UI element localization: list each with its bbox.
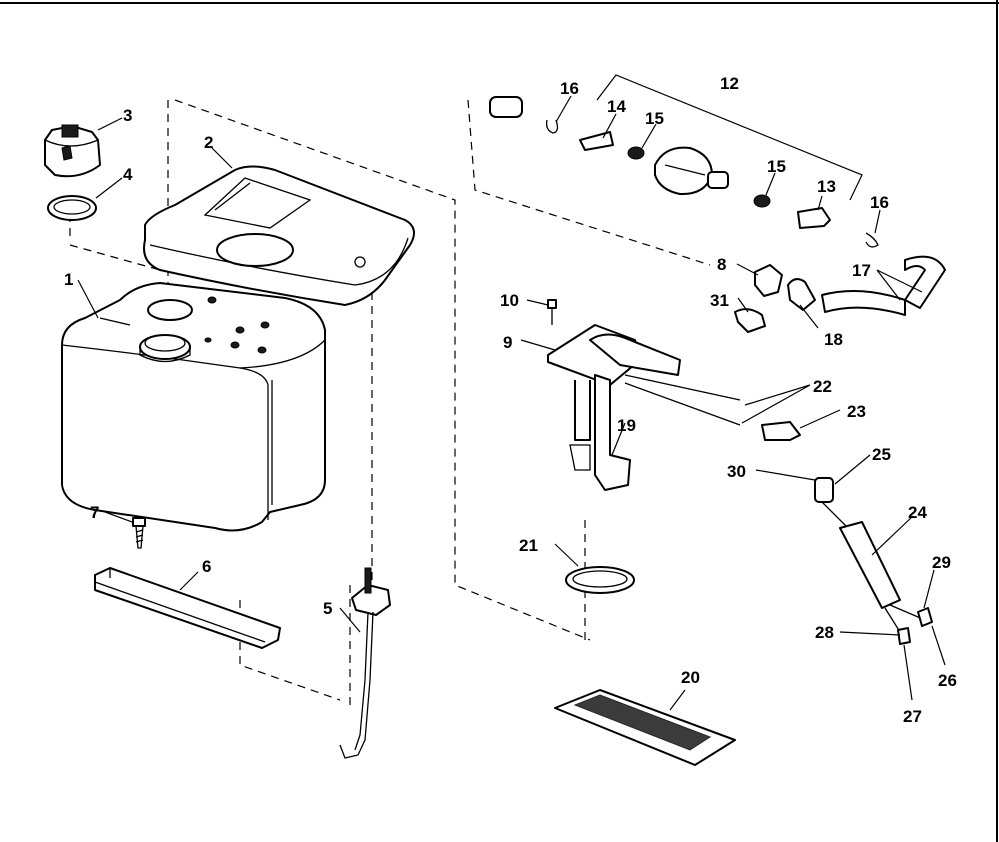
- fuel-pickup-unit[interactable]: [547, 299, 741, 491]
- callout-19: 19: [617, 416, 636, 435]
- callout-3: 3: [123, 106, 132, 125]
- hose-clips[interactable]: [734, 264, 816, 333]
- callout-29: 29: [932, 553, 951, 572]
- callout-2: 2: [204, 133, 213, 152]
- callout-15a: 15: [645, 109, 664, 128]
- primer-bulb-assembly[interactable]: [489, 96, 879, 248]
- callout-17: 17: [852, 261, 871, 280]
- fuel-cap[interactable]: [44, 124, 101, 178]
- callout-26: 26: [938, 671, 957, 690]
- callout-30: 30: [727, 462, 746, 481]
- mounting-bracket[interactable]: [94, 567, 281, 649]
- callout-18: 18: [824, 330, 843, 349]
- sender-harness[interactable]: [814, 477, 933, 645]
- callout-14: 14: [607, 97, 626, 116]
- callout-10: 10: [500, 291, 519, 310]
- fuel-hoses[interactable]: [821, 255, 946, 316]
- callout-16a: 16: [560, 79, 579, 98]
- callout-31: 31: [710, 291, 729, 310]
- callout-4: 4: [123, 165, 133, 184]
- leader-lines: [77, 74, 946, 711]
- callout-21: 21: [519, 536, 538, 555]
- pickup-o-ring[interactable]: [565, 566, 635, 594]
- bracket-screw[interactable]: [132, 517, 146, 549]
- callout-15b: 15: [767, 157, 786, 176]
- callout-12: 12: [720, 74, 739, 93]
- callout-23: 23: [847, 402, 866, 421]
- callout-13: 13: [817, 177, 836, 196]
- callout-22: 22: [813, 377, 832, 396]
- callout-9: 9: [503, 333, 512, 352]
- callout-6: 6: [202, 557, 211, 576]
- callout-16b: 16: [870, 193, 889, 212]
- fuel-tank-body[interactable]: [61, 282, 326, 532]
- callout-1: 1: [64, 270, 73, 289]
- callout-25: 25: [872, 445, 891, 464]
- fuel-gauge[interactable]: [339, 567, 391, 759]
- gasket-plate[interactable]: [554, 689, 736, 766]
- callout-8: 8: [717, 255, 726, 274]
- callout-7: 7: [90, 503, 99, 522]
- tank-top-cover[interactable]: [143, 165, 415, 306]
- callout-24: 24: [908, 503, 927, 522]
- callout-28: 28: [815, 623, 834, 642]
- cap-gasket[interactable]: [47, 195, 97, 221]
- callout-27: 27: [903, 707, 922, 726]
- callout-20: 20: [681, 668, 700, 687]
- callout-labels: 1 2 3 4 5 6 7 8 9 10 12 13 14 15 15 16 1…: [64, 74, 957, 726]
- wire-connector[interactable]: [761, 421, 801, 441]
- callout-5: 5: [323, 599, 332, 618]
